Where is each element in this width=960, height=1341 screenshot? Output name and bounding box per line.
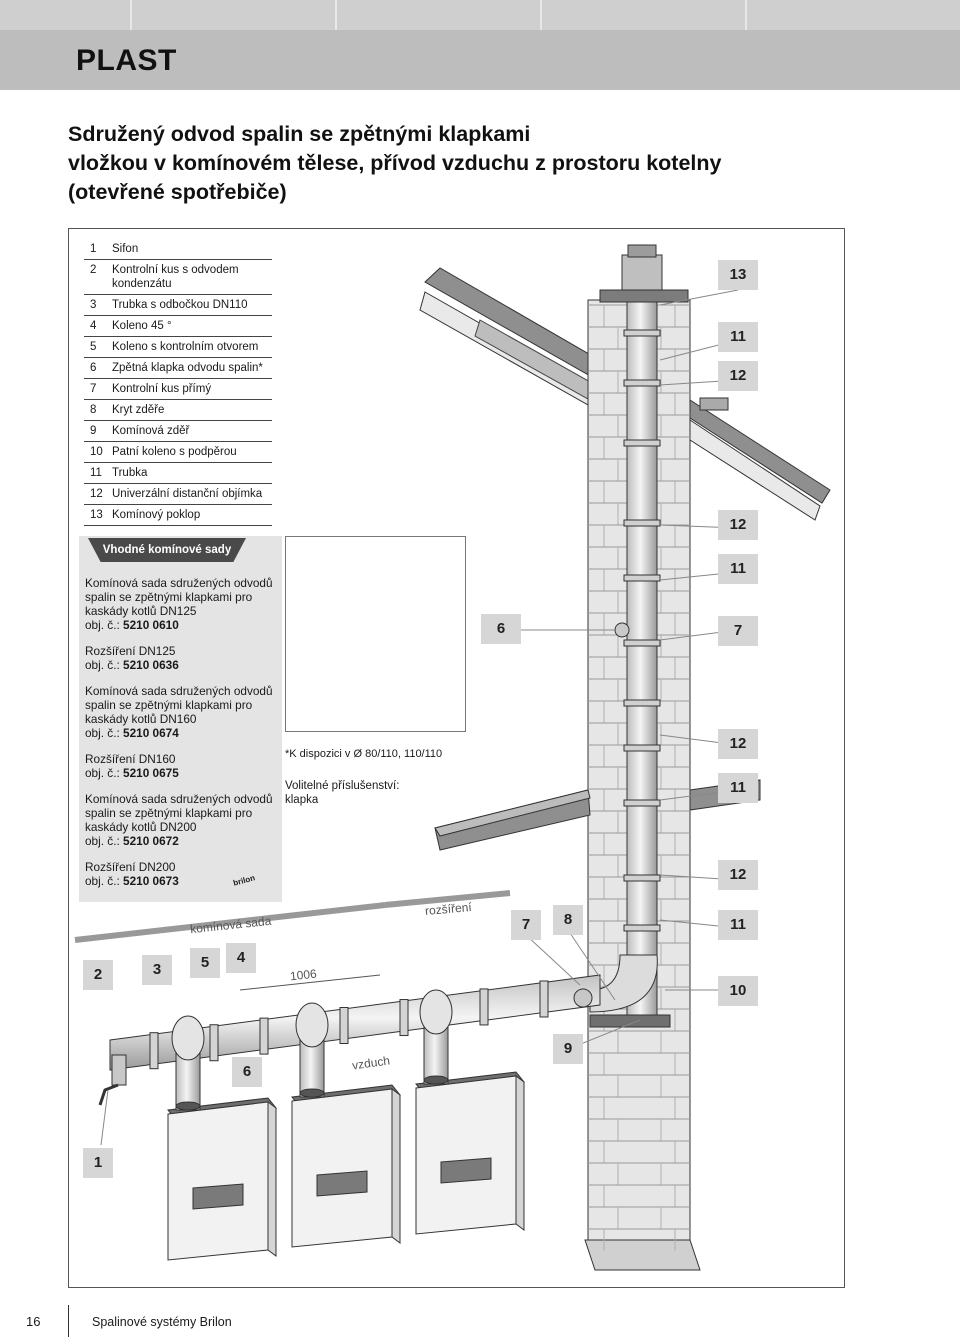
collector-joints <box>149 980 549 1070</box>
callout-9: 9 <box>553 1034 583 1064</box>
callout-3: 3 <box>142 955 172 985</box>
chimney-flue-pipe <box>599 244 689 1021</box>
header-texture-strip <box>0 0 960 30</box>
diagram-frame <box>68 228 845 1288</box>
callout-12: 12 <box>718 361 758 391</box>
flue-pipe-joints <box>623 329 661 932</box>
callout-8: 8 <box>553 905 583 935</box>
callout-11: 11 <box>718 910 758 940</box>
section-title: PLAST <box>76 44 177 77</box>
callout-2: 2 <box>83 960 113 990</box>
kit-item: Komínová sada sdružených odvodů spalin s… <box>85 576 273 632</box>
kit-item: Komínová sada sdružených odvodů spalin s… <box>85 684 273 740</box>
callout-12: 12 <box>718 510 758 540</box>
order-code: 5210 0610 <box>123 618 179 632</box>
callout-6: 6 <box>232 1057 262 1087</box>
callout-11: 11 <box>718 322 758 352</box>
callout-4: 4 <box>226 943 256 973</box>
footnote: *K dispozici v Ø 80/110, 110/110 <box>285 748 443 760</box>
heading-line-2: vložkou v komínovém tělese, přívod vzduc… <box>68 151 722 175</box>
callout-11: 11 <box>718 554 758 584</box>
order-code: 5210 0673 <box>123 874 179 888</box>
roof-right <box>689 397 831 521</box>
footer-title: Spalinové systémy Brilon <box>92 1315 232 1329</box>
callout-10: 10 <box>718 976 758 1006</box>
order-code: 5210 0636 <box>123 658 179 672</box>
boilers <box>167 989 525 1261</box>
page-heading: Sdružený odvod spalin se zpětnými klapka… <box>68 120 828 207</box>
callout-11: 11 <box>718 773 758 803</box>
callout-7: 7 <box>718 616 758 646</box>
callout-12: 12 <box>718 860 758 890</box>
inspection-piece <box>614 622 630 638</box>
heading-line-3: (otevřené spotřebiče) <box>68 180 287 204</box>
kits-tab-label: Vhodné komínové sady <box>88 538 246 562</box>
dimension-lines <box>74 890 511 991</box>
kits-list: Komínová sada sdružených odvodů spalin s… <box>85 576 279 900</box>
sifon <box>98 1054 127 1106</box>
order-code: 5210 0674 <box>123 726 179 740</box>
callout-1: 1 <box>83 1148 113 1178</box>
callout-12: 12 <box>718 729 758 759</box>
optional-accessory-note: Volitelné příslušenství: klapka <box>285 780 400 806</box>
page-number: 16 <box>26 1314 41 1329</box>
inset-frame <box>285 536 466 732</box>
callout-7: 7 <box>511 910 541 940</box>
base-elbow-support <box>589 954 671 1028</box>
order-code: 5210 0672 <box>123 834 179 848</box>
dimension-1006: 1006 <box>289 966 318 984</box>
heading-line-1: Sdružený odvod spalin se zpětnými klapka… <box>68 122 531 146</box>
callout-5: 5 <box>190 948 220 978</box>
kit-item: Komínová sada sdružených odvodů spalin s… <box>85 792 273 848</box>
kits-panel <box>79 536 282 902</box>
callout-13: 13 <box>718 260 758 290</box>
order-code: 5210 0675 <box>123 766 179 780</box>
callout-6: 6 <box>481 614 521 644</box>
footer-divider <box>68 1305 69 1337</box>
